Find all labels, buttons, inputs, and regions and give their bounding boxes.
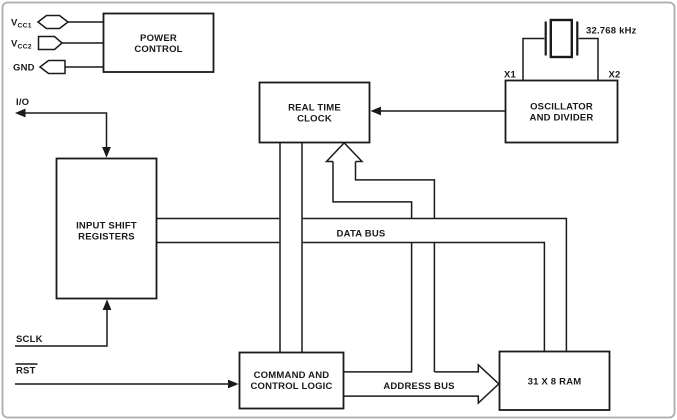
- vcc2-sub-text: CC2: [18, 44, 32, 51]
- pin-label-vcc1: VCC1: [11, 18, 32, 30]
- pin-label-io: I/O: [16, 97, 29, 108]
- command-logic-label-line2: CONTROL LOGIC: [250, 381, 332, 392]
- power-control-label-line1: POWER: [140, 33, 177, 44]
- rst-right-arrowhead: [228, 379, 239, 389]
- power-control-block: [102, 12, 215, 73]
- data-to-address-channel-left: [343, 243, 413, 373]
- vcc2-pin-symbol: [37, 35, 64, 51]
- oscillator-label-line2: AND DIVIDER: [530, 113, 594, 124]
- data-bus-top-right-to-ram: [302, 217, 568, 352]
- vcc2-base-text: V: [11, 39, 18, 50]
- crystal-wire-x2: [578, 37, 599, 81]
- ram-label: 31 X 8 RAM: [528, 377, 582, 388]
- pin-label-vcc2: VCC2: [11, 39, 32, 51]
- crystal-symbol: [549, 18, 573, 59]
- address-bus-label: ADDRESS BUS: [383, 381, 454, 392]
- crystal-wire-x1: [522, 37, 545, 81]
- data-bus-to-rtc-arrowhead: [324, 141, 364, 163]
- vcc1-base-text: V: [11, 18, 18, 29]
- real-time-clock-block: [258, 81, 371, 144]
- oscillator-label-line1: OSCILLATOR: [530, 102, 593, 113]
- pin-label-sclk: SCLK: [16, 334, 43, 345]
- rtc-bus-step-left: [332, 161, 413, 218]
- gnd-pin-symbol: [38, 59, 66, 75]
- real-time-clock-label-line1: REAL TIME: [288, 103, 341, 114]
- input-shift-registers-label-line1: INPUT SHIFT: [76, 221, 137, 232]
- sclk-wire: [15, 309, 108, 347]
- rtc-bus-step-right: [354, 161, 436, 218]
- oscillator-to-rtc-arrowhead: [370, 106, 381, 116]
- vcc1-pin-symbol: [36, 14, 70, 30]
- data-bus-bottom-right-to-ram: [302, 241, 546, 352]
- io-wire: [24, 112, 108, 148]
- input-shift-registers-block: [55, 157, 158, 300]
- ram-block: [498, 350, 611, 411]
- power-control-label-line2: CONTROL: [134, 44, 182, 55]
- io-left-arrowhead: [15, 108, 26, 118]
- real-time-clock-label-line2: CLOCK: [297, 114, 332, 125]
- pin-label-rst: RST: [16, 366, 36, 377]
- x2-label: X2: [609, 70, 621, 81]
- x1-label: X1: [504, 70, 517, 81]
- command-and-control-logic-block: [238, 351, 345, 410]
- data-bus-label: DATA BUS: [337, 229, 386, 240]
- pin-label-gnd: GND: [13, 63, 35, 74]
- command-logic-label-line1: COMMAND AND: [254, 370, 330, 381]
- vcc1-sub-text: CC1: [18, 23, 32, 30]
- crystal-frequency-label: 32.768 kHz: [586, 26, 637, 37]
- input-shift-registers-label-line2: REGISTERS: [78, 232, 135, 243]
- io-down-arrowhead: [102, 147, 111, 158]
- sclk-up-arrowhead: [102, 299, 112, 310]
